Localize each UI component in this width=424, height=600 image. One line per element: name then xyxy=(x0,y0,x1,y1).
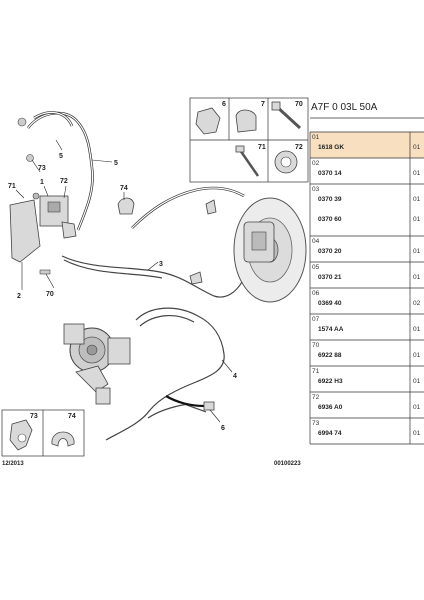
part-reference: 0370 21 xyxy=(318,274,342,281)
pump-unit xyxy=(63,323,131,405)
inset-fasteners: 6 7 70 71 72 xyxy=(189,97,309,183)
pipes xyxy=(26,111,245,441)
inset-clips: 73 74 xyxy=(1,409,85,457)
part-quantity: 02 xyxy=(413,300,421,307)
parts-table: 01 1618 GK 01 02 0370 14 01 03 0370 39 01 0370 60… xyxy=(309,117,424,445)
part-reference: 0369 40 xyxy=(318,300,342,307)
row-index: 03 xyxy=(312,186,320,193)
part-quantity: 01 xyxy=(413,144,421,151)
part-reference: 0370 20 xyxy=(318,248,342,255)
part-quantity: 01 xyxy=(413,352,421,359)
row-index: 01 xyxy=(312,134,320,141)
part-reference: 6922 88 xyxy=(318,352,342,359)
part-quantity: 01 xyxy=(413,248,421,255)
part-reference: 0370 14 xyxy=(318,170,342,177)
callout-2: 2 xyxy=(17,293,21,300)
callout-73: 73 xyxy=(38,165,46,172)
part-quantity: 01 xyxy=(413,170,421,177)
inset-label-6: 6 xyxy=(222,101,226,108)
inset-label-7: 7 xyxy=(261,101,265,108)
part-quantity: 01 xyxy=(413,274,421,281)
inset-label-74: 74 xyxy=(68,413,76,420)
part-reference: 1618 GK xyxy=(318,144,344,151)
bracket-assembly xyxy=(9,117,77,275)
part-reference: 0370 60 xyxy=(318,216,342,223)
part-quantity: 01 xyxy=(413,430,421,437)
part-quantity: 01 xyxy=(413,216,421,223)
brake-disc xyxy=(233,197,307,303)
footer-code: 00100223 xyxy=(274,461,301,467)
inset-label-73: 73 xyxy=(30,413,38,420)
row-index: 02 xyxy=(312,160,320,167)
callout-4: 4 xyxy=(233,373,237,380)
part-reference: 6922 H3 xyxy=(318,378,343,385)
part-quantity: 01 xyxy=(413,196,421,203)
callout-3: 3 xyxy=(159,261,163,268)
callout-5: 5 xyxy=(114,160,118,167)
callout-1: 1 xyxy=(40,179,44,186)
callout-6: 6 xyxy=(221,425,225,432)
inset-label-72: 72 xyxy=(295,144,303,151)
part-reference: 1574 AA xyxy=(318,326,344,333)
inset-label-71: 71 xyxy=(258,144,266,151)
row-index: 04 xyxy=(312,238,320,245)
part-reference: 0370 39 xyxy=(318,196,342,203)
part-quantity: 01 xyxy=(413,404,421,411)
row-index: 05 xyxy=(312,264,320,271)
callout-70: 70 xyxy=(46,291,54,298)
leader-lines xyxy=(15,139,233,423)
part-reference: 6994 74 xyxy=(318,430,342,437)
table-row-highlight xyxy=(310,132,424,158)
part-quantity: 01 xyxy=(413,326,421,333)
row-index: 06 xyxy=(312,290,320,297)
row-index: 70 xyxy=(312,342,320,349)
row-index: 71 xyxy=(312,368,320,375)
model-code: A7F 0 03L 50A xyxy=(311,102,378,113)
callout-71: 71 xyxy=(8,183,16,190)
inset-label-70: 70 xyxy=(295,101,303,108)
footer-date: 12/2013 xyxy=(2,461,24,467)
part-reference: 6936 A0 xyxy=(318,404,343,411)
row-index: 73 xyxy=(312,420,320,427)
callout-74: 74 xyxy=(120,185,128,192)
callout-7: 5 xyxy=(59,153,63,160)
part-quantity: 01 xyxy=(413,378,421,385)
clips xyxy=(117,197,217,285)
row-index: 07 xyxy=(312,316,320,323)
row-index: 72 xyxy=(312,394,320,401)
callout-72: 72 xyxy=(60,178,68,185)
